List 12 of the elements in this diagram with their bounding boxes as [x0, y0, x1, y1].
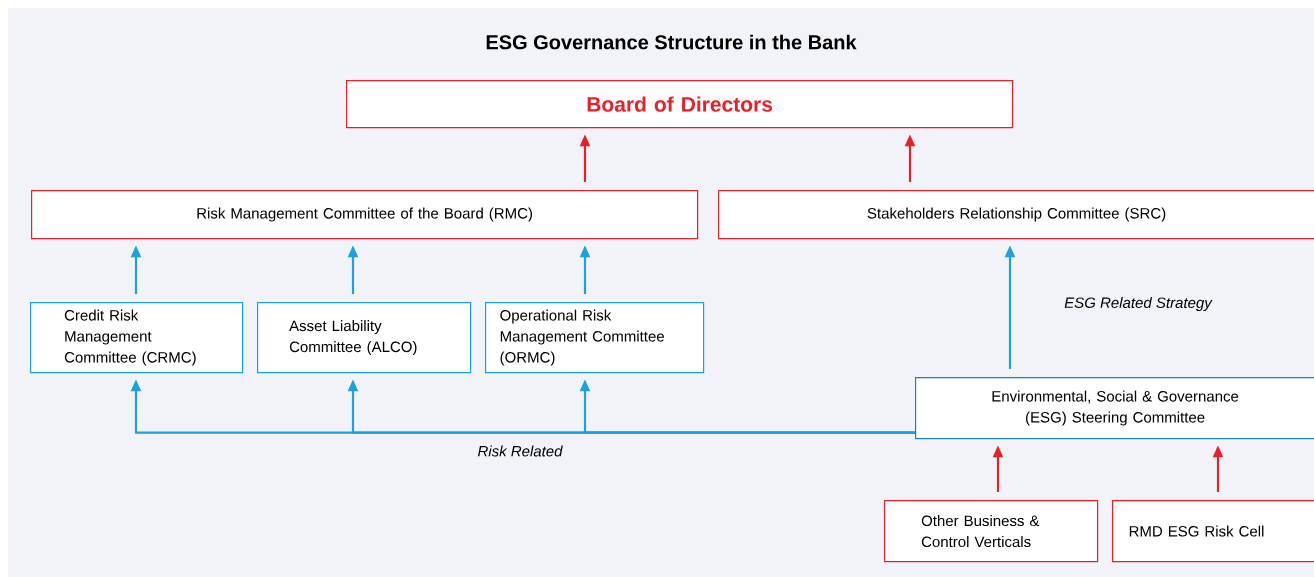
committee-box: Asset Liability Committee (ALCO) — [257, 302, 472, 374]
title: ESG Governance Structure in the Bank — [486, 34, 857, 50]
committee-box: Environmental, Social & Governance (ESG) Steering Committee — [915, 377, 1314, 440]
title-box: Board of Directors — [346, 80, 1014, 129]
committee-box: Operational Risk Management Committee (ORMC) — [485, 302, 705, 374]
edge-label: Risk Related — [475, 443, 565, 459]
committee-box: Other Business & Control Verticals — [884, 500, 1099, 563]
edge-label: ESG Related Strategy — [1062, 295, 1214, 313]
committee-box: Stakeholders Relationship Committee (SRC) — [718, 190, 1314, 240]
committee-box: Credit Risk Management Committee (CRMC) — [30, 302, 244, 374]
committee-box: RMD ESG Risk Cell — [1112, 500, 1314, 563]
committee-box: Risk Management Committee of the Board (RMC) — [31, 190, 699, 240]
